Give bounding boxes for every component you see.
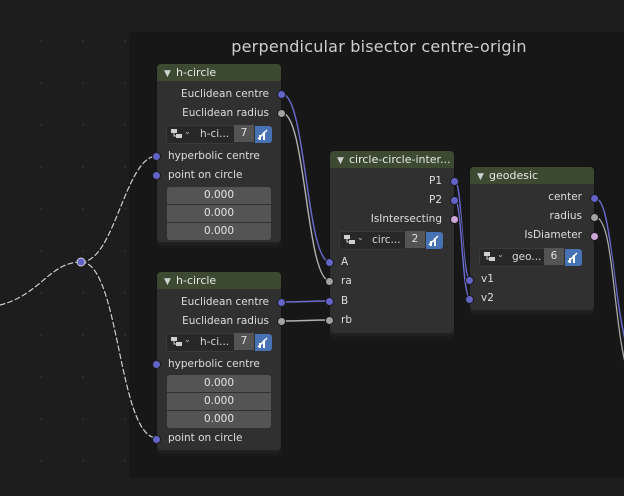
vector-z-field[interactable]: 0.000 [167, 411, 271, 428]
output-P1: P1 [428, 175, 442, 187]
socket-output-vector[interactable] [277, 90, 286, 99]
output-P2: P2 [428, 194, 442, 206]
collapse-chevron-icon[interactable]: ▼ [477, 172, 484, 182]
dropdown-arrow-icon: ⌄ [497, 250, 504, 259]
socket-output-value[interactable] [277, 109, 286, 118]
socket-output-vector[interactable] [450, 177, 459, 186]
user-count: 2 [405, 231, 425, 248]
bar-chart-icon [567, 252, 578, 263]
collapse-chevron-icon[interactable]: ▼ [164, 69, 171, 79]
output-euclidean-radius: Euclidean radius [182, 107, 269, 119]
input-hyperbolic-centre: hyperbolic centre [168, 358, 260, 370]
user-count: 7 [234, 125, 254, 142]
bar-chart-icon [257, 337, 268, 348]
node-header[interactable]: ▼h-circle [157, 272, 281, 289]
input-point-on-circle: point on circle [168, 432, 243, 444]
input-A: A [341, 256, 349, 268]
collapse-chevron-icon[interactable]: ▼ [337, 156, 344, 166]
bar-chart-icon [257, 129, 268, 140]
user-count: 7 [234, 333, 254, 350]
node-header[interactable]: ▼geodesic [470, 167, 594, 184]
socket-output-vector[interactable] [277, 298, 286, 307]
input-v2: v2 [481, 292, 494, 304]
socket-input-vector[interactable] [325, 297, 334, 306]
collapse-chevron-icon[interactable]: ▼ [164, 277, 171, 287]
vector-x-field[interactable]: 0.000 [167, 375, 271, 392]
input-point-on-circle: point on circle [168, 169, 243, 181]
group-selector[interactable]: ⌄ h-ci... [166, 125, 235, 144]
dropdown-arrow-icon: ⌄ [357, 233, 364, 242]
output-euclidean-radius: Euclidean radius [182, 315, 269, 327]
socket-output-bool[interactable] [590, 232, 599, 241]
fake-user-button[interactable] [426, 232, 443, 249]
vector-x-field[interactable]: 0.000 [167, 187, 271, 204]
dropdown-arrow-icon: ⌄ [184, 335, 191, 344]
socket-input-vector[interactable] [465, 295, 474, 304]
socket-output-vector[interactable] [450, 196, 459, 205]
output-center: center [548, 191, 582, 203]
socket-input-vector[interactable] [152, 360, 161, 369]
socket-input-vector[interactable] [152, 152, 161, 161]
frame-title: perpendicular bisector centre-origin [231, 37, 527, 56]
user-count: 6 [544, 248, 564, 265]
group-name: circ... [372, 234, 401, 246]
node-h-circle-1[interactable]: ▼h-circle Euclidean centre Euclidean rad… [152, 64, 286, 242]
output-is-diameter: IsDiameter [524, 229, 582, 241]
group-name: geo... [512, 251, 542, 263]
node-tree-icon [171, 337, 182, 346]
input-ra: ra [341, 275, 352, 287]
node-tree-icon [171, 129, 182, 138]
input-v1: v1 [481, 273, 494, 285]
node-tree-icon [484, 252, 495, 261]
bar-chart-icon [428, 235, 439, 246]
node-header[interactable]: ▼h-circle [157, 64, 281, 81]
node-geodesic[interactable]: ▼geodesic center radius IsDiameter ⌄ geo… [465, 167, 599, 310]
socket-output-value[interactable] [277, 317, 286, 326]
group-name: h-ci... [200, 336, 230, 348]
socket-input-vector[interactable] [465, 276, 474, 285]
output-radius: radius [549, 210, 582, 222]
input-rb: rb [341, 314, 352, 326]
node-h-circle-2[interactable]: ▼h-circle Euclidean centre Euclidean rad… [152, 272, 286, 450]
dropdown-arrow-icon: ⌄ [184, 127, 191, 136]
node-header[interactable]: ▼circle-circle-inter... [330, 151, 454, 168]
socket-input-value[interactable] [325, 316, 334, 325]
socket-input-vector[interactable] [325, 258, 334, 267]
vector-z-field[interactable]: 0.000 [167, 223, 271, 240]
link-incoming [0, 260, 83, 307]
socket-output-bool[interactable] [450, 215, 459, 224]
input-B: B [341, 295, 349, 307]
vector-y-field[interactable]: 0.000 [167, 393, 271, 410]
group-selector[interactable]: ⌄ h-ci... [166, 333, 235, 352]
node-circle-circle-intersection[interactable]: ▼circle-circle-inter... P1 P2 IsIntersec… [325, 151, 459, 333]
socket-output-value[interactable] [590, 213, 599, 222]
node-tree-icon [344, 235, 355, 244]
output-euclidean-centre: Euclidean centre [181, 88, 269, 100]
fake-user-button[interactable] [565, 249, 582, 266]
socket-input-vector[interactable] [152, 435, 161, 444]
group-selector[interactable]: ⌄ geo... [479, 248, 545, 267]
fake-user-button[interactable] [255, 126, 272, 143]
socket-input-vector[interactable] [152, 171, 161, 180]
vector-y-field[interactable]: 0.000 [167, 205, 271, 222]
output-euclidean-centre: Euclidean centre [181, 296, 269, 308]
output-is-intersecting: IsIntersecting [370, 213, 442, 225]
socket-input-value[interactable] [325, 277, 334, 286]
input-hyperbolic-centre: hyperbolic centre [168, 150, 260, 162]
socket-output-vector[interactable] [590, 194, 599, 203]
reroute-dot [76, 257, 86, 267]
group-selector[interactable]: ⌄ circ... [339, 231, 406, 250]
fake-user-button[interactable] [255, 334, 272, 351]
group-name: h-ci... [200, 128, 230, 140]
